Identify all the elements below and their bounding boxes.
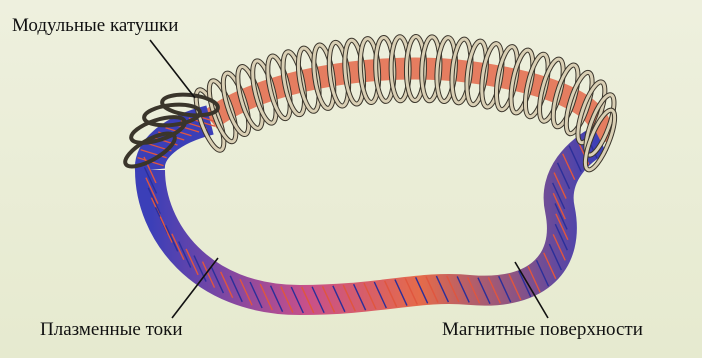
label-plasma-currents: Плазменные токи <box>40 320 183 339</box>
label-magnetic-surfaces: Магнитные поверхности <box>442 320 643 339</box>
modular-coils <box>121 36 621 173</box>
label-modular-coils: Модульные катушки <box>12 16 178 35</box>
leader-line-coils <box>150 40 195 98</box>
